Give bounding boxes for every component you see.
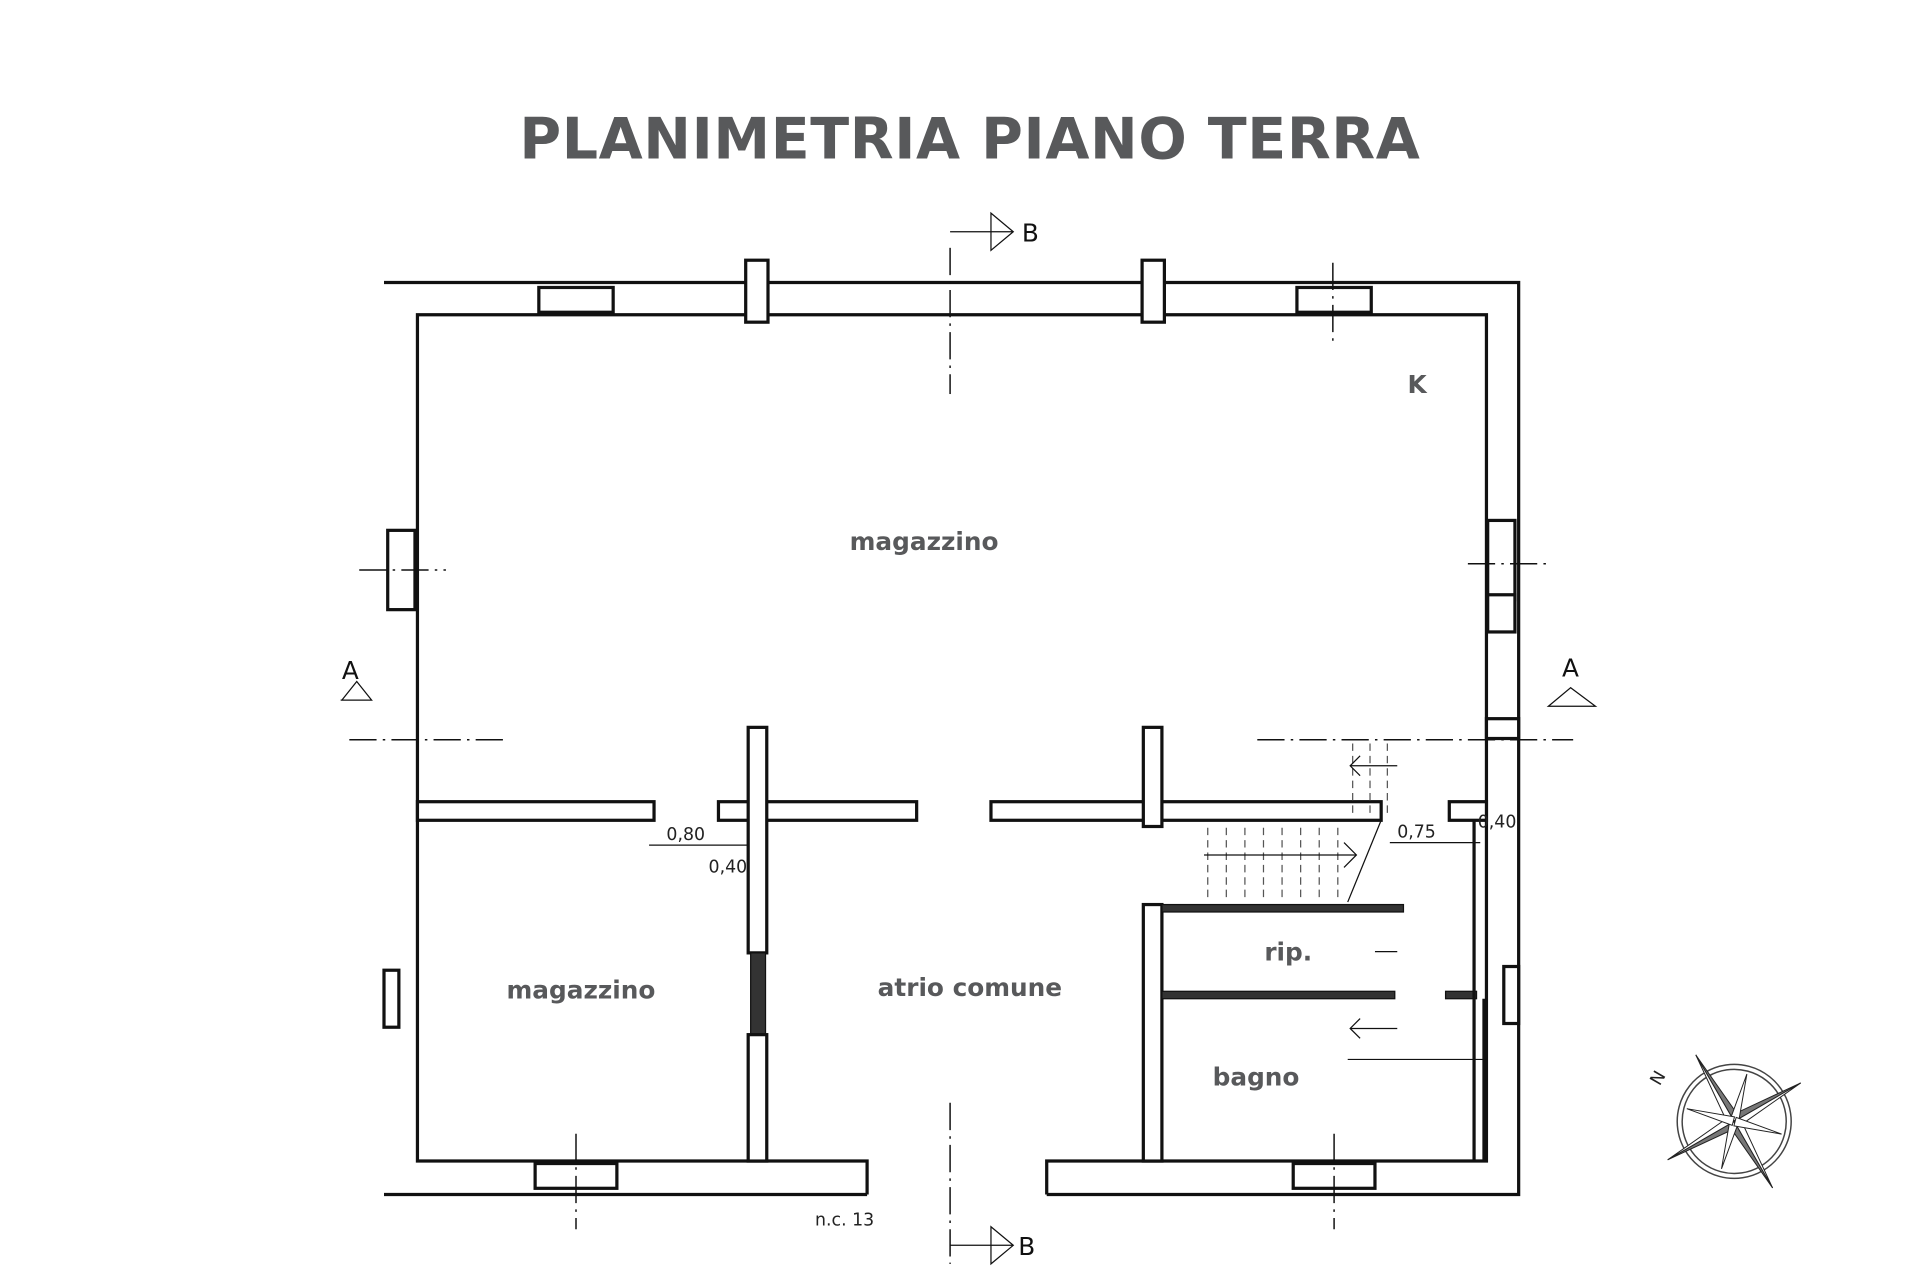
- room-label-atrio-comune: atrio comune: [878, 973, 1062, 1002]
- staircase: [1204, 743, 1398, 1039]
- room-label-ripostiglio: rip.: [1264, 937, 1312, 966]
- plan-title: PLANIMETRIA PIANO TERRA: [519, 107, 1420, 173]
- dimension-label: 0,80: [666, 825, 705, 845]
- interior-walls: [415, 725, 1489, 1163]
- dimension-label: 0,40: [709, 857, 748, 877]
- dimension-label: 0,40: [1478, 813, 1517, 833]
- section-lines: B B A A: [340, 211, 1598, 1266]
- marker-k: K: [1407, 370, 1427, 399]
- civic-number: n.c. 13: [815, 1210, 874, 1230]
- dimension-label: 0,75: [1397, 823, 1436, 843]
- section-a-right-label: A: [1562, 654, 1579, 683]
- room-label-magazzino-bottom: magazzino: [507, 976, 656, 1005]
- compass-rose-icon: [1667, 1054, 1801, 1189]
- section-b-bottom-label: B: [1018, 1232, 1035, 1261]
- section-b-top-label: B: [1022, 219, 1039, 248]
- room-label-bagno: bagno: [1213, 1062, 1300, 1091]
- outer-walls: [382, 258, 1521, 1197]
- dimensions: 0,80 0,40 0,75 0,40 n.c. 13: [649, 813, 1517, 1230]
- compass-north-label: N: [1647, 1068, 1671, 1089]
- section-a-left-label: A: [342, 656, 359, 685]
- room-label-magazzino-top: magazzino: [850, 527, 999, 556]
